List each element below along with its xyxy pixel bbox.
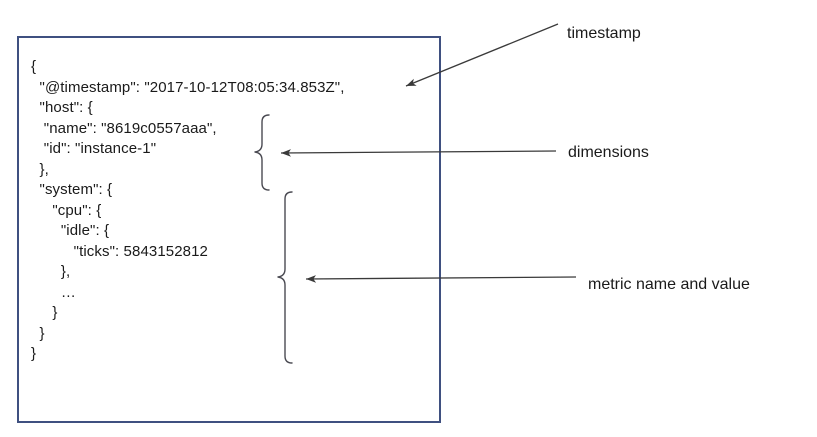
annotation-label-metric-name-and-value: metric name and value — [588, 276, 750, 293]
json-code-text: { "@timestamp": "2017-10-12T08:05:34.853… — [31, 58, 345, 362]
annotation-label-timestamp: timestamp — [567, 25, 641, 42]
json-document-box: { "@timestamp": "2017-10-12T08:05:34.853… — [17, 36, 441, 423]
annotation-label-dimensions: dimensions — [568, 144, 649, 161]
